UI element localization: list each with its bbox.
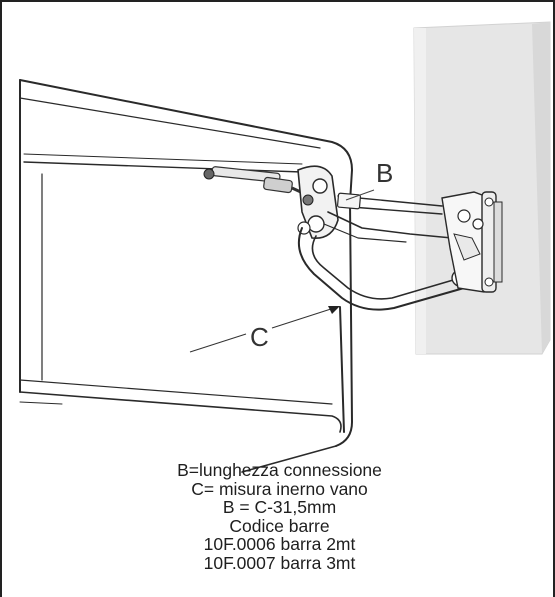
note-line-b-definition: B=lunghezza connessione: [177, 460, 382, 480]
gas-spring-piston: [203, 166, 315, 200]
note-line-bar-2m: 10F.0006 barra 2mt: [203, 534, 356, 555]
label-c: C: [250, 322, 269, 352]
note-line-formula: B = C-31,5mm: [222, 497, 337, 518]
installation-notes: B=lunghezza connessione C= misura inerno…: [2, 460, 553, 573]
door-hinge-plate: [441, 191, 503, 293]
label-b: B: [376, 158, 393, 188]
note-line-c-definition: C= misura inerno vano: [191, 478, 368, 499]
c-dimension-line: [189, 306, 340, 353]
note-line-bar-3m: 10F.0007 barra 3mt: [203, 552, 356, 573]
b-leader-line: [345, 189, 375, 201]
door-panel: [413, 21, 551, 355]
note-line-bar-codes-heading: Codice barre: [229, 515, 330, 536]
cabinet-box: [19, 79, 353, 473]
